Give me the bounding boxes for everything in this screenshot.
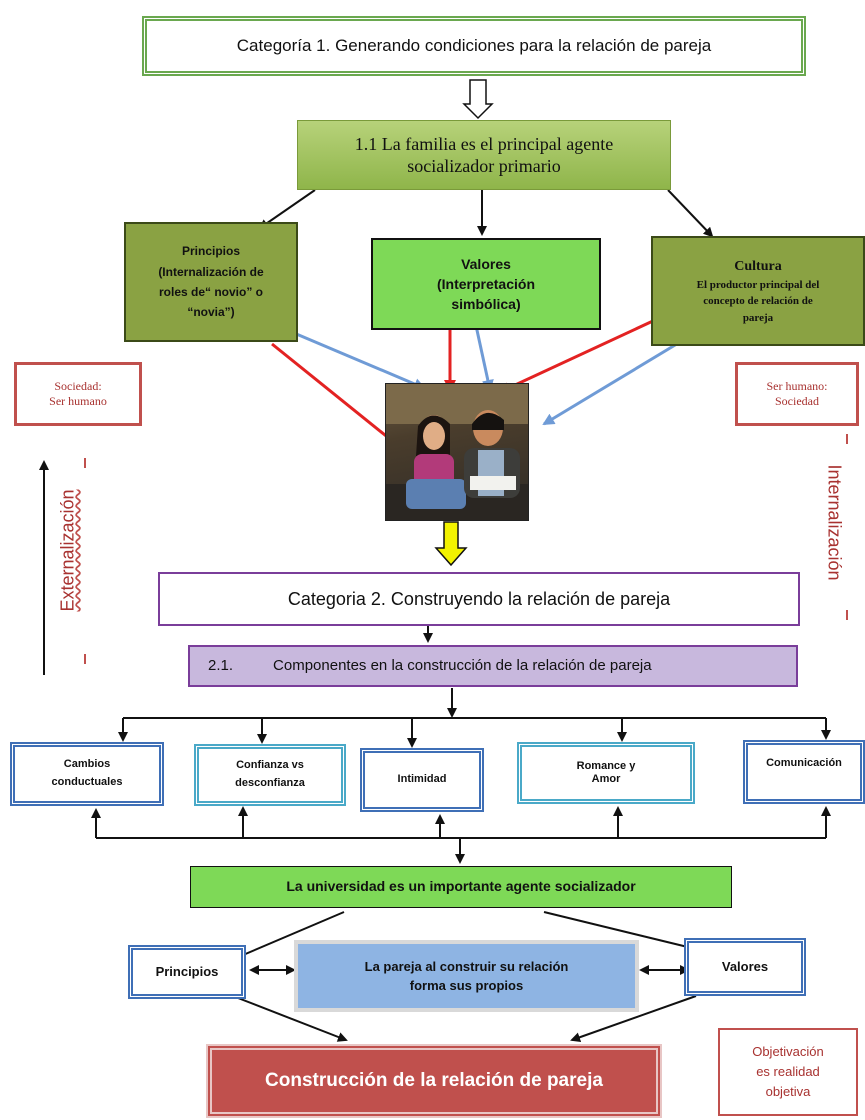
sociedad-ser-humano-box: Sociedad: Ser humano [14, 362, 142, 426]
yellow-down-arrow [434, 521, 468, 567]
valores-bottom-box: Valores [684, 938, 806, 996]
hollow-down-arrow [462, 79, 494, 120]
component-intimidad: Intimidad [360, 748, 484, 812]
principios-title: Principios [181, 244, 240, 259]
cultura-title: Cultura [734, 258, 782, 274]
externalizacion-label: Externalización [57, 489, 78, 612]
component-comunicacion: Comunicación [743, 740, 865, 804]
principios-bottom-box: Principios [128, 945, 246, 999]
componentes-box: 2.1. Componentes en la construcción de l… [188, 645, 798, 687]
arrow-family-cultura [667, 189, 714, 238]
couple-photo [385, 383, 529, 521]
category2-title: Categoria 2. Construyendo la relación de… [287, 588, 671, 609]
ser-humano-sociedad-box: Ser humano: Sociedad [735, 362, 859, 426]
componentes-text: Componentes en la construcción de la rel… [273, 656, 652, 674]
category2-box: Categoria 2. Construyendo la relación de… [158, 572, 800, 626]
valores-title: Valores [461, 255, 511, 272]
objetivacion-box: Objetivación es realidad objetiva [718, 1028, 858, 1116]
valores-top-box: Valores (Interpretación simbólica) [371, 238, 601, 330]
componentes-number: 2.1. [208, 656, 234, 674]
cultura-box: Cultura El productor principal del conce… [651, 236, 865, 346]
family-line1: 1.1 La familia es el principal agente [354, 133, 614, 154]
internalizacion-label: Internalización [824, 464, 845, 581]
universidad-box: La universidad es un importante agente s… [190, 866, 732, 908]
externalizacion-bracket [86, 458, 87, 664]
category1-title: Categoría 1. Generando condiciones para … [236, 36, 712, 56]
construccion-box: Construcción de la relación de pareja [206, 1044, 662, 1118]
family-line2: socializador primario [407, 156, 561, 176]
component-confianza: Confianza vs desconfianza [194, 744, 346, 806]
pareja-box: La pareja al construir su relación forma… [294, 940, 639, 1012]
category1-box: Categoría 1. Generando condiciones para … [142, 16, 806, 76]
component-cambios-conductuales: Cambios conductuales [10, 742, 164, 806]
family-box: 1.1 La familia es el principal agente so… [297, 120, 671, 190]
component-romance-amor: Romance y Amor [517, 742, 695, 804]
principios-top-box: Principios (Internalización de roles de“… [124, 222, 298, 342]
